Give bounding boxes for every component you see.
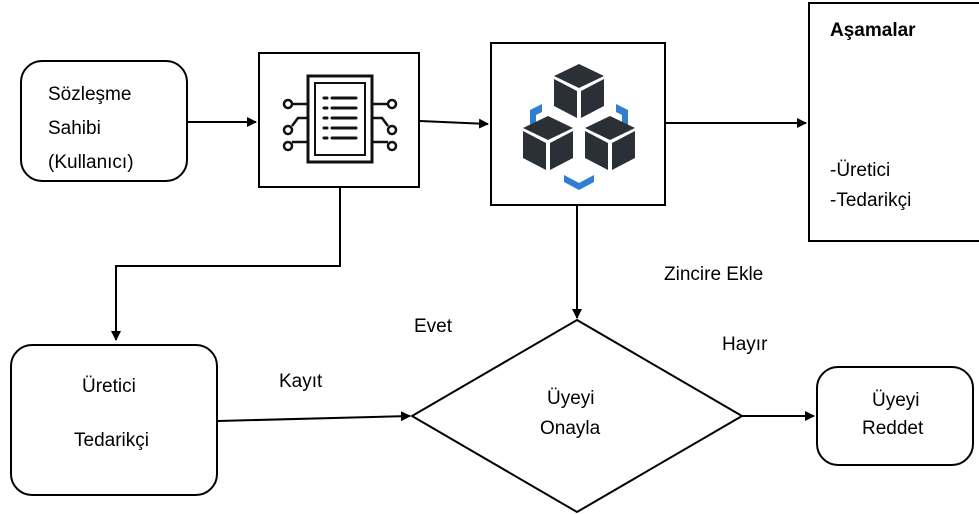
approve-line-2: Onayla [540, 418, 601, 439]
reject-line-2: Reddet [862, 418, 924, 439]
stages-item-supplier: -Tedarikçi [830, 190, 912, 211]
label-yes: Evet [414, 316, 453, 337]
reject-line-1: Üyeyi [872, 390, 920, 411]
edge-producer-to-approve [217, 411, 411, 422]
edge-contract-to-blockchain [419, 118, 489, 129]
blockchain-node [490, 42, 666, 206]
smart-contract-node [258, 52, 420, 188]
owner-line-1: Sözleşme [48, 84, 132, 105]
owner-line-3: (Kullanıcı) [48, 152, 134, 173]
stages-title: Aşamalar [830, 20, 916, 41]
producer-line-1: Üretici [82, 376, 136, 397]
stages-node: Aşamalar -Üretici -Tedarikçi [808, 2, 979, 242]
approve-diamond [410, 318, 744, 514]
blockchain-cubes-icon [523, 64, 635, 190]
producer-supplier-node: Üretici Tedarikçi [10, 344, 218, 496]
label-register: Kayıt [279, 371, 323, 392]
smart-contract-chip-icon [282, 74, 398, 164]
label-no: Hayır [722, 334, 768, 355]
contract-owner-node: Sözleşme Sahibi (Kullanıcı) [20, 60, 188, 182]
reject-member-node: Üyeyi Reddet [816, 366, 974, 466]
stages-item-producer: -Üretici [830, 160, 891, 181]
label-add-to-chain: Zincire Ekle [664, 264, 764, 285]
owner-line-2: Sahibi [48, 118, 101, 139]
producer-line-2: Tedarikçi [74, 430, 149, 451]
edge-contract-to-producer [111, 188, 341, 341]
approve-line-1: Üyeyi [547, 388, 595, 409]
